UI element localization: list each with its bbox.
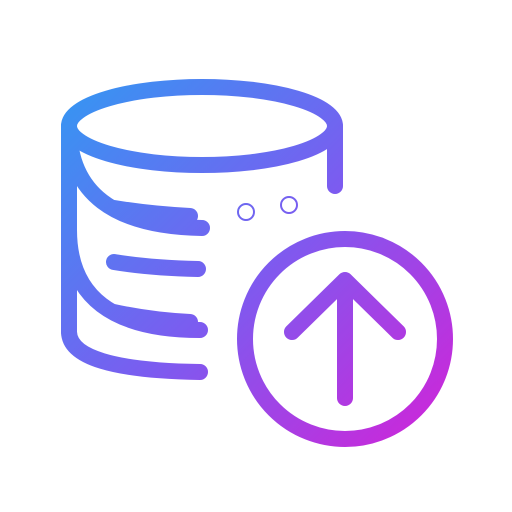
database-slot-3 (106, 304, 198, 330)
database-ring-1 (61, 118, 210, 236)
database-dot-1 (237, 203, 255, 221)
upload-arrow-circle-icon (237, 231, 453, 447)
upload-arrow-head (284, 272, 406, 340)
database-ring-3 (61, 324, 208, 380)
database-stack-icon (61, 79, 343, 380)
database-dot-2 (280, 196, 298, 214)
database-slot-1 (106, 200, 198, 224)
upload-circle (237, 231, 453, 447)
database-top-ellipse (61, 79, 343, 173)
database-slot-2 (106, 254, 206, 277)
